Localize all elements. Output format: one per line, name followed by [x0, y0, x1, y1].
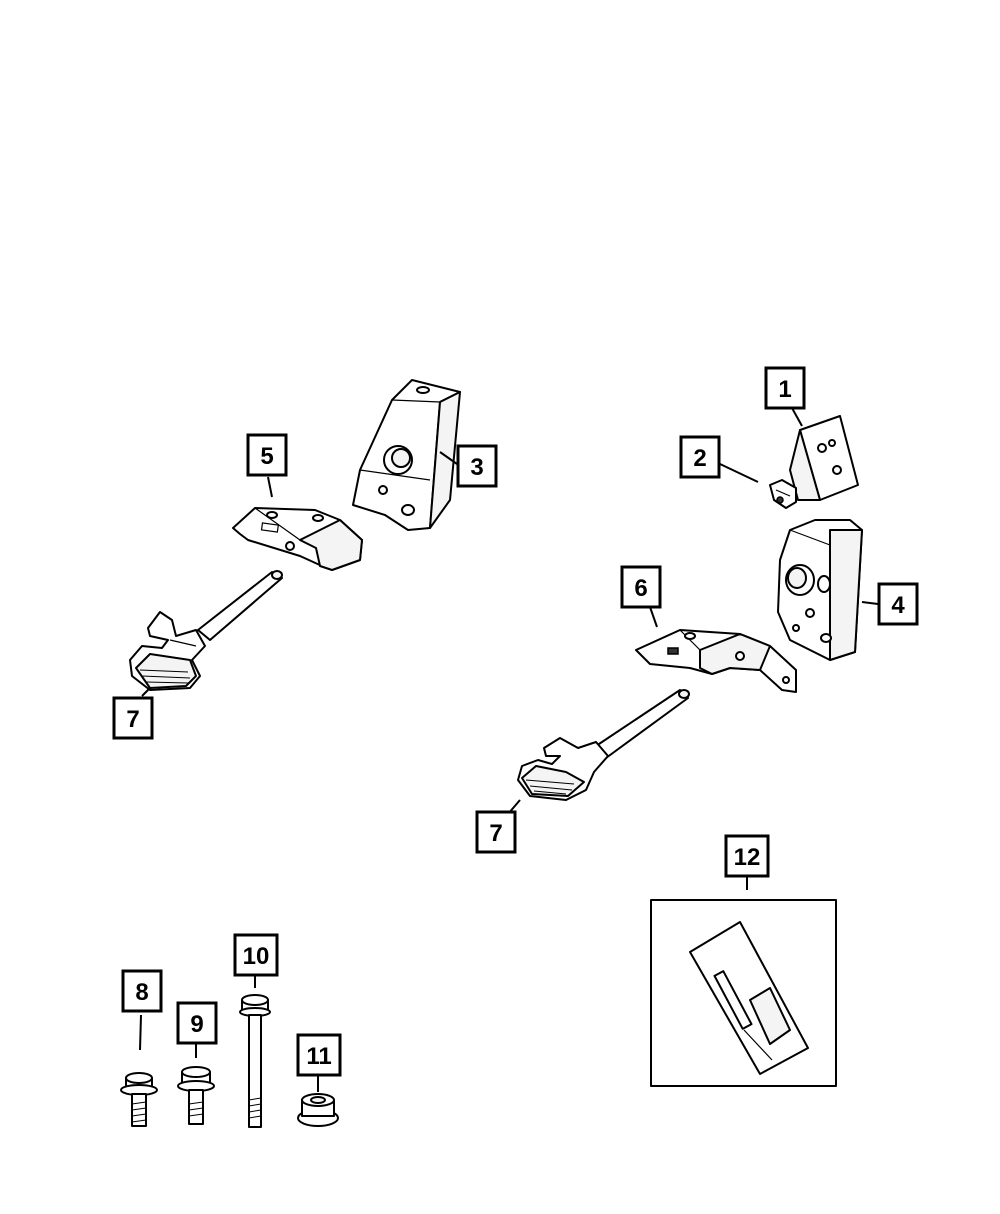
callout-3-label: 3 — [470, 454, 483, 481]
callout-1: 1 — [764, 366, 806, 410]
part-7-tow-hook-right — [517, 689, 690, 801]
leader-6 — [649, 606, 658, 628]
part-2-clip — [769, 479, 797, 509]
callout-5-label: 5 — [260, 443, 273, 470]
part-4-bracket — [777, 519, 863, 661]
callout-2: 2 — [679, 435, 721, 479]
part-11-flange-nut — [297, 1093, 339, 1127]
callout-11-label: 11 — [306, 1043, 331, 1070]
callout-6-label: 6 — [634, 575, 647, 602]
leader-5 — [267, 476, 273, 498]
callout-4: 4 — [877, 582, 919, 626]
part-9-bolt — [177, 1066, 215, 1125]
callout-12-label: 12 — [734, 844, 761, 871]
callout-10-label: 10 — [243, 943, 270, 970]
callout-7-left-label: 7 — [126, 706, 139, 733]
callout-9-label: 9 — [190, 1011, 203, 1038]
callout-11: 11 — [296, 1033, 342, 1077]
leader-8 — [139, 1014, 142, 1051]
callout-9: 9 — [176, 1001, 218, 1045]
leader-3 — [439, 451, 458, 465]
leader-4 — [861, 601, 879, 605]
leader-1 — [791, 407, 803, 427]
part-6-mount-plate — [635, 629, 797, 693]
part-3-bracket — [352, 379, 461, 531]
leader-7a — [141, 687, 151, 697]
callout-12: 12 — [724, 834, 770, 878]
callout-7-left: 7 — [112, 696, 154, 740]
leader-2 — [719, 463, 759, 483]
callout-8-label: 8 — [135, 979, 148, 1006]
callout-7-right: 7 — [475, 810, 517, 854]
part-1-bracket — [789, 415, 859, 501]
part-10-long-bolt — [239, 994, 271, 1128]
callout-2-label: 2 — [693, 445, 706, 472]
callout-4-label: 4 — [891, 592, 905, 619]
part-8-bolt — [120, 1072, 158, 1127]
callout-8: 8 — [121, 969, 163, 1013]
callout-7-right-label: 7 — [489, 820, 502, 847]
callout-5: 5 — [246, 433, 288, 477]
callout-6: 6 — [620, 565, 662, 609]
callout-10: 10 — [233, 933, 279, 977]
callout-3: 3 — [456, 444, 498, 488]
part-5-mount-plate — [232, 507, 363, 571]
part-12-kit-box — [650, 899, 837, 1087]
part-7-tow-hook-left — [129, 570, 283, 691]
callout-1-label: 1 — [778, 376, 791, 403]
